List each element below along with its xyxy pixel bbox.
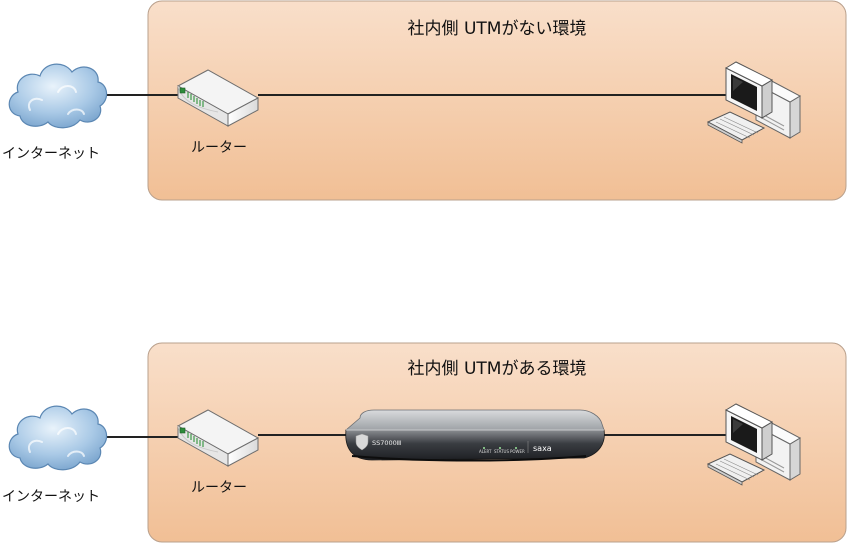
internet-label: インターネット bbox=[2, 489, 100, 505]
indicator-status-label: STATUS bbox=[494, 449, 509, 454]
internet-cloud-icon bbox=[8, 405, 108, 471]
indicator-power-label: POWER bbox=[510, 449, 525, 454]
router-label: ルーター bbox=[191, 480, 247, 496]
scenario-with-utm: 社内側 UTMがある環境 インターネット ルーター SS7000Ⅲ ALERT … bbox=[2, 342, 847, 543]
shield-icon bbox=[355, 433, 369, 451]
utm-model-label: SS7000Ⅲ bbox=[372, 439, 401, 447]
zone-title: 社内側 UTMがある環境 bbox=[408, 359, 587, 379]
zone-title: 社内側 UTMがない環境 bbox=[408, 19, 587, 39]
utm-appliance-icon: SS7000Ⅲ ALERT STATUS POWER saxa bbox=[344, 409, 605, 462]
indicator-alert-label: ALERT bbox=[479, 449, 492, 454]
internet-cloud-icon bbox=[8, 63, 108, 129]
utm-brand-logo: saxa bbox=[533, 444, 552, 453]
internet-label: インターネット bbox=[2, 146, 100, 162]
router-label: ルーター bbox=[191, 140, 247, 156]
scenario-without-utm: 社内側 UTMがない環境 インターネット ルーター bbox=[2, 0, 847, 201]
internal-zone bbox=[147, 0, 847, 201]
